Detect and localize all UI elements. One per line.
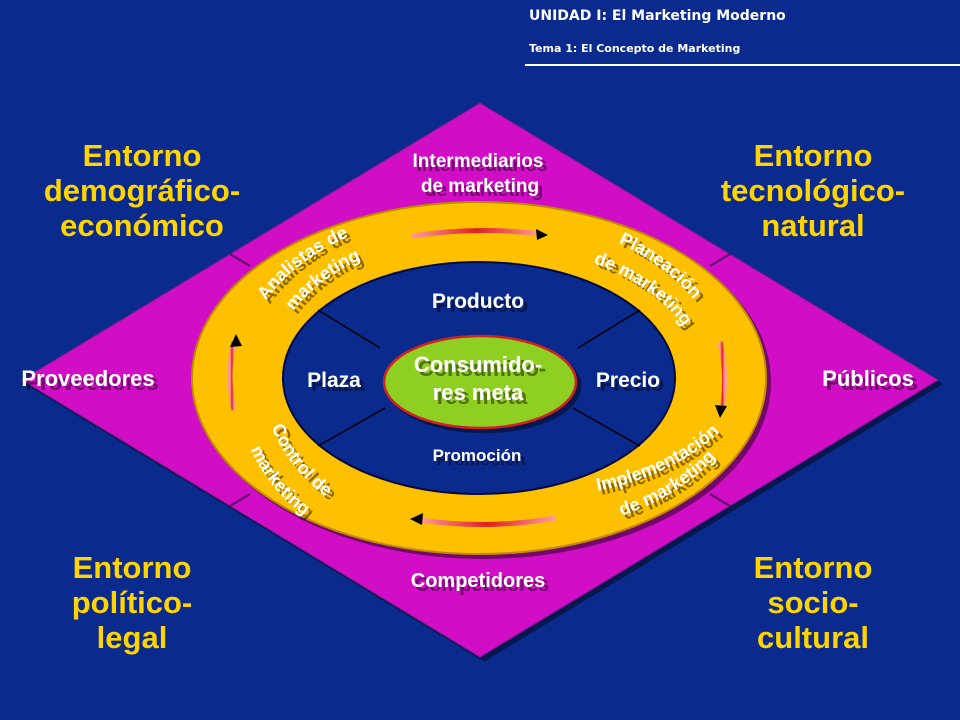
diamond-tick-bl [229,493,251,507]
corner-br-line-1: Entorno [754,550,873,585]
corner-tl-line-3: económico [60,208,224,243]
ring-arrows [227,227,728,528]
target-line-1: Consumido- [414,352,542,377]
arrow-right-icon [717,341,728,411]
suppliers-label: Proveedores [21,366,154,391]
arrow-left-icon [227,341,237,411]
product-label: Producto [432,290,524,313]
corner-labels: Entorno demográfico- económico Entorno t… [44,138,905,655]
corner-tr-line-3: natural [761,208,864,243]
center-labels: Consumido- res meta [414,352,542,405]
unit-title: UNIDAD I: El Marketing Moderno [529,8,786,24]
diamond-labels: Proveedores Públicos Competidores Interm… [21,151,913,592]
corner-bl-line-2: político- [72,585,193,620]
arrow-left-head-icon [230,334,242,347]
diamond-tick-tl [229,253,251,267]
target-consumers-ellipse [382,334,578,430]
mix-labels: Producto Plaza Precio Promoción [307,290,660,465]
intermediaries-line-2: de marketing [421,176,539,197]
arrow-bottom-head-icon [410,513,423,525]
topic-subtitle: Tema 1: El Concepto de Marketing [529,42,741,55]
intermediaries-line-1: Intermediarios [413,151,544,172]
header-divider [525,64,960,66]
diamond-tick-tr [709,253,731,267]
corner-bl-line-3: legal [97,620,168,655]
diamond-tick-br [709,493,731,507]
corner-tr-line-2: tecnológico- [721,173,905,208]
divider-tl [317,309,381,349]
divider-br [572,407,641,447]
arrow-top-head-icon [536,229,548,240]
promotion-label: Promoción [433,446,522,465]
corner-bl-line-1: Entorno [73,550,192,585]
corner-br-line-2: socio- [767,585,858,620]
slide-header: UNIDAD I: El Marketing Moderno Tema 1: E… [525,4,960,66]
corner-tl-line-1: Entorno [83,138,202,173]
place-label: Plaza [307,369,361,392]
target-line-2: res meta [433,380,524,405]
corner-tl-line-2: demográfico- [44,173,240,208]
arrow-top-icon [411,227,541,239]
publics-label: Públicos [822,366,914,391]
arrow-bottom-icon [419,515,556,528]
divider-bl [317,407,386,447]
corner-tr-line-1: Entorno [754,138,873,173]
divider-tr [577,309,641,349]
competitors-label: Competidores [411,570,545,592]
price-label: Precio [596,369,660,392]
arrow-right-head-icon [715,405,727,418]
corner-br-line-3: cultural [757,620,869,655]
